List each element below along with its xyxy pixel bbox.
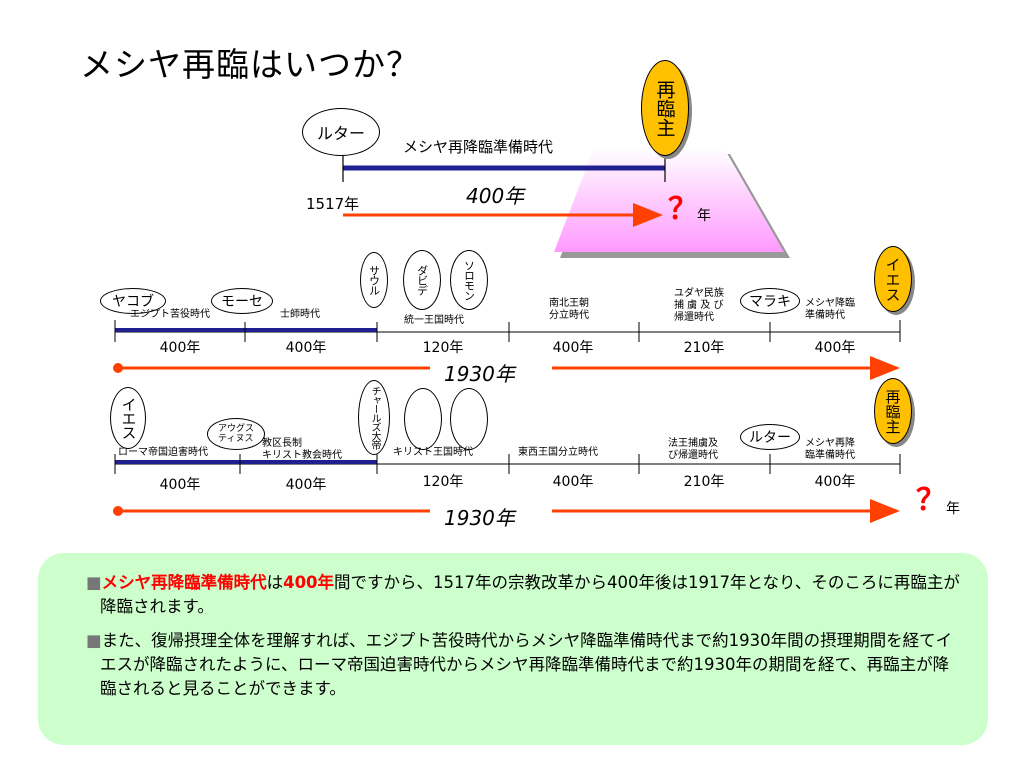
note-text-2: また、復帰摂理全体を理解すれば、エジプト苦役時代からメシヤ降臨準備時代まで約19… bbox=[100, 631, 953, 698]
row1-duration-6: 400年 bbox=[814, 340, 856, 356]
second-coming-pill-row2: 再臨主 bbox=[874, 378, 912, 444]
luther-oval: ルター bbox=[302, 108, 380, 156]
row2-year-suffix: 年 bbox=[946, 501, 960, 517]
row2-axis bbox=[114, 454, 901, 474]
row1-axis bbox=[114, 320, 901, 342]
row1-era-3: 統一王国時代 bbox=[404, 315, 464, 326]
slide-title: メシヤ再臨はいつか？ bbox=[80, 45, 420, 84]
figure-solomon: ソロモン bbox=[450, 250, 488, 310]
top-year-start: 1517年 bbox=[306, 195, 360, 213]
note-paragraph-2: ■また、復帰摂理全体を理解すれば、エジプト苦役時代からメシヤ降臨準備時代まで約1… bbox=[86, 629, 962, 701]
row2-duration-3: 120年 bbox=[422, 474, 464, 490]
row1-duration-2: 400年 bbox=[285, 340, 327, 356]
second-coming-pill-top: 再臨主 bbox=[641, 60, 689, 156]
row2-duration-2: 400年 bbox=[285, 477, 327, 493]
row2-era-4: 東西王国分立時代 bbox=[518, 447, 598, 458]
row2-era-5: 法王捕虜及 び帰還時代 bbox=[668, 438, 718, 461]
row2-duration-4: 400年 bbox=[552, 474, 594, 490]
row2-duration-1: 400年 bbox=[159, 477, 201, 493]
row1-era-6: メシヤ降臨 準備時代 bbox=[805, 298, 855, 321]
row1-total: 1930年 bbox=[444, 362, 515, 386]
row1-duration-5: 210年 bbox=[683, 340, 725, 356]
figure-saul: サウル bbox=[360, 252, 388, 308]
row2-duration-6: 400年 bbox=[814, 474, 856, 490]
top-question-mark: ？ bbox=[668, 192, 698, 227]
row2-era-6: メシヤ再降 臨準備時代 bbox=[805, 438, 855, 461]
row2-era-2: 教区長制 キリスト教会時代 bbox=[262, 438, 342, 461]
row1-total-arrow bbox=[113, 356, 900, 380]
figure-david: ダビデ bbox=[403, 250, 441, 310]
row1-duration-4: 400年 bbox=[552, 340, 594, 356]
figure-augustine: アウグス ティヌス bbox=[207, 418, 265, 450]
top-duration: 400年 bbox=[466, 184, 525, 208]
row2-total: 1930年 bbox=[444, 506, 515, 530]
row2-duration-5: 210年 bbox=[683, 474, 725, 490]
notes-box: ■メシヤ再降臨準備時代は400年間ですから、1517年の宗教改革から400年後は… bbox=[38, 553, 988, 745]
row2-question-mark: ？ bbox=[916, 483, 946, 518]
figure-empty-2 bbox=[450, 388, 488, 450]
row1-era-1: エジプト苦役時代 bbox=[130, 309, 210, 320]
note-paragraph-1: ■メシヤ再降臨準備時代は400年間ですから、1517年の宗教改革から400年後は… bbox=[86, 571, 962, 619]
figure-charlemagne: チャールズ大帝 bbox=[358, 380, 390, 455]
figure-malachi: マラキ bbox=[740, 288, 800, 314]
pyramid-shape bbox=[554, 148, 784, 252]
note-text-connector: は bbox=[266, 573, 284, 592]
figure-moses: モーセ bbox=[211, 288, 273, 314]
row1-duration-3: 120年 bbox=[422, 340, 464, 356]
figure-jesus-oval: イエス bbox=[110, 387, 146, 449]
figure-empty-1 bbox=[404, 388, 442, 450]
row1-duration-1: 400年 bbox=[159, 340, 201, 356]
row2-total-arrow bbox=[113, 499, 900, 523]
note-highlight-era: メシヤ再降臨準備時代 bbox=[101, 573, 267, 592]
note-text-rest: 間ですから、1517年の宗教改革から400年後は1917年となり、そのころに再臨… bbox=[100, 573, 960, 616]
top-year-suffix: 年 bbox=[697, 208, 711, 224]
square-bullet-icon: ■ bbox=[86, 573, 102, 592]
figure-jesus-pill: イエス bbox=[874, 246, 912, 312]
figure-luther-row2: ルター bbox=[740, 424, 800, 450]
row1-era-2: 士師時代 bbox=[280, 309, 320, 320]
top-era-label: メシヤ再降臨準備時代 bbox=[403, 138, 554, 156]
row2-era-1: ローマ帝国迫害時代 bbox=[118, 447, 208, 458]
row1-era-5: ユダヤ民族 捕 虜 及 び 帰還時代 bbox=[674, 288, 724, 323]
row1-era-4: 南北王朝 分立時代 bbox=[549, 298, 589, 321]
note-highlight-years: 400年 bbox=[283, 573, 335, 592]
row2-era-3: キリスト王国時代 bbox=[393, 447, 473, 458]
figure-jacob: ヤコブ bbox=[100, 288, 166, 314]
square-bullet-icon: ■ bbox=[86, 631, 102, 650]
